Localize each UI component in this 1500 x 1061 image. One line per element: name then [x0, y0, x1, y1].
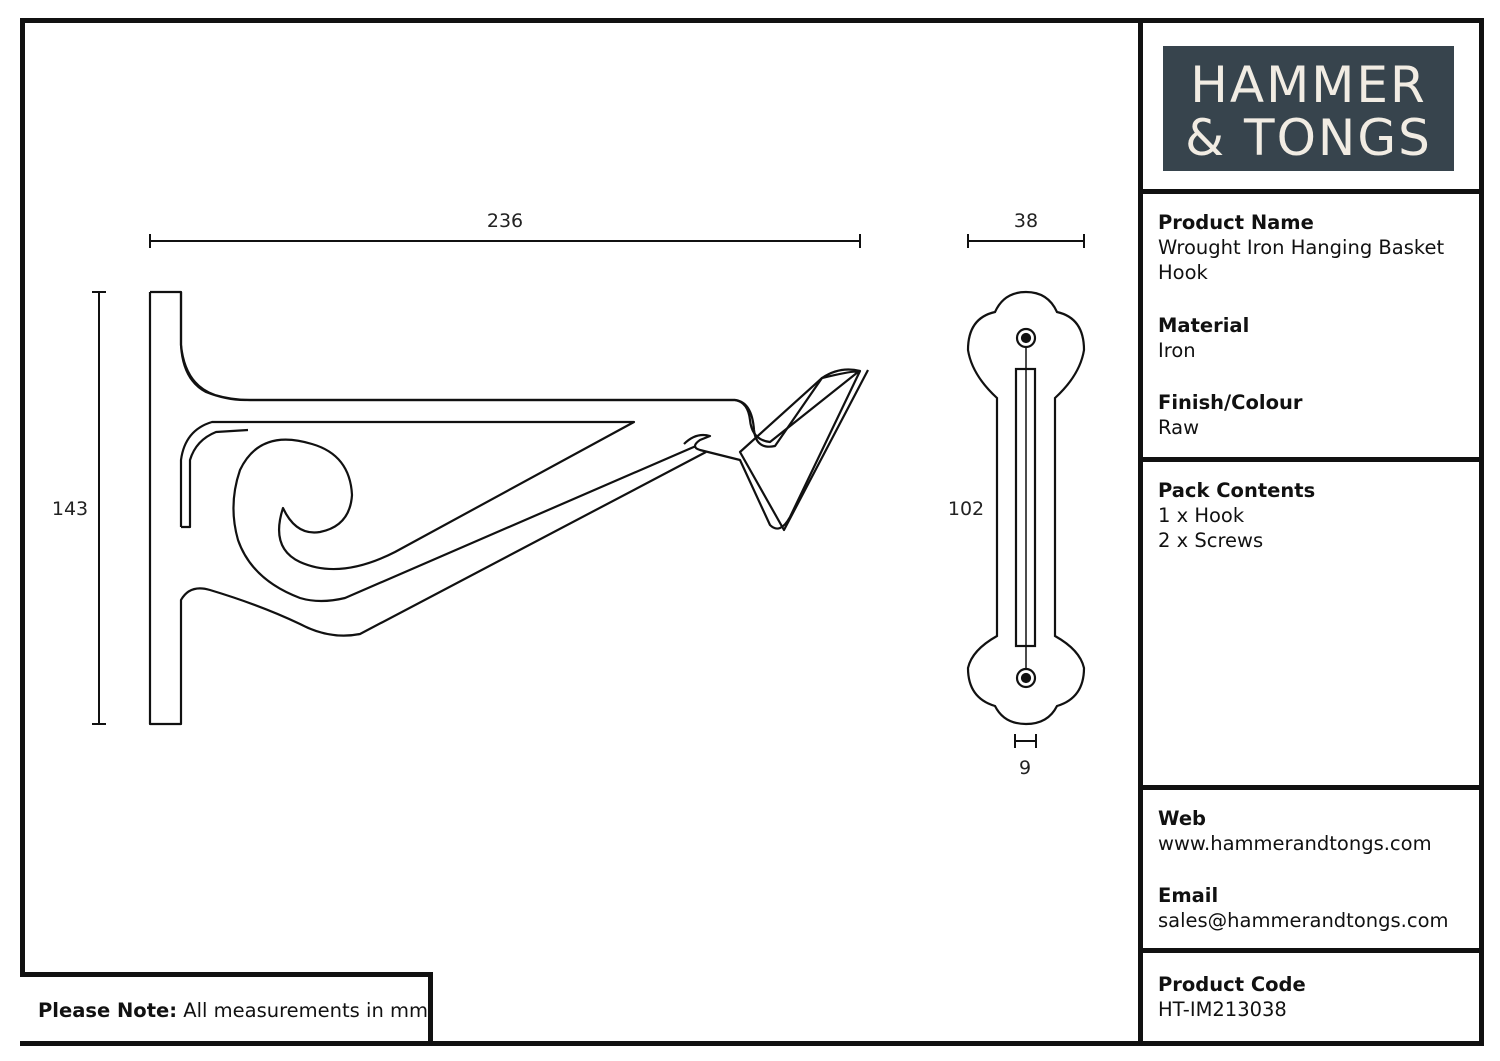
panel-vertical-divider — [1138, 18, 1143, 1041]
hook-side-profile — [148, 290, 869, 726]
product-code-value: HT-IM213038 — [1158, 998, 1287, 1021]
material-label: Material — [1158, 314, 1250, 337]
dimension-plate-width-label: 38 — [1014, 210, 1038, 232]
dimension-plate-thickness — [1014, 734, 1037, 748]
product-name-label: Product Name — [1158, 211, 1314, 234]
brand-line-1: HAMMER — [1190, 56, 1427, 114]
measurement-note: Please Note: All measurements in mm — [38, 999, 428, 1022]
divider-pack — [1138, 785, 1479, 790]
dimension-plate-thickness-label: 9 — [1019, 757, 1031, 779]
finish-section: Finish/Colour Raw — [1158, 390, 1458, 440]
product-name-value: Wrought Iron Hanging Basket Hook — [1158, 236, 1445, 284]
pack-item: 2 x Screws — [1158, 529, 1264, 552]
note-label: Please Note: — [38, 999, 178, 1022]
material-section: Material Iron — [1158, 313, 1458, 363]
note-text: All measurements in mm — [183, 999, 428, 1022]
product-code-label: Product Code — [1158, 973, 1306, 996]
email-label: Email — [1158, 884, 1219, 907]
divider-details — [1138, 457, 1479, 462]
dimension-width — [149, 234, 861, 248]
pack-contents-label: Pack Contents — [1158, 479, 1316, 502]
product-code-section: Product Code HT-IM213038 — [1158, 972, 1458, 1022]
finish-value: Raw — [1158, 416, 1200, 439]
email-section: Email sales@hammerandtongs.com — [1158, 883, 1468, 933]
email-link[interactable]: sales@hammerandtongs.com — [1158, 909, 1449, 932]
dimension-height — [92, 291, 106, 725]
divider-logo — [1138, 189, 1479, 194]
measurement-note-box: Please Note: All measurements in mm — [20, 972, 433, 1041]
dimension-plate-width — [967, 234, 1085, 248]
drawing-frame — [20, 18, 1484, 1046]
dimension-height-label: 143 — [52, 498, 88, 520]
pack-contents-section: Pack Contents 1 x Hook 2 x Screws — [1158, 478, 1458, 553]
pack-item: 1 x Hook — [1158, 504, 1245, 527]
material-value: Iron — [1158, 339, 1196, 362]
web-section: Web www.hammerandtongs.com — [1158, 806, 1468, 856]
brand-line-2: & TONGS — [1185, 109, 1432, 167]
divider-contact — [1138, 948, 1479, 953]
back-plate-front-view — [966, 290, 1086, 726]
web-label: Web — [1158, 807, 1206, 830]
web-link[interactable]: www.hammerandtongs.com — [1158, 832, 1432, 855]
dimension-width-label: 236 — [487, 210, 523, 232]
dimension-plate-height-label: 102 — [948, 498, 984, 520]
product-name-section: Product Name Wrought Iron Hanging Basket… — [1158, 210, 1458, 285]
finish-label: Finish/Colour — [1158, 391, 1303, 414]
brand-logo: HAMMER & TONGS — [1163, 46, 1454, 171]
